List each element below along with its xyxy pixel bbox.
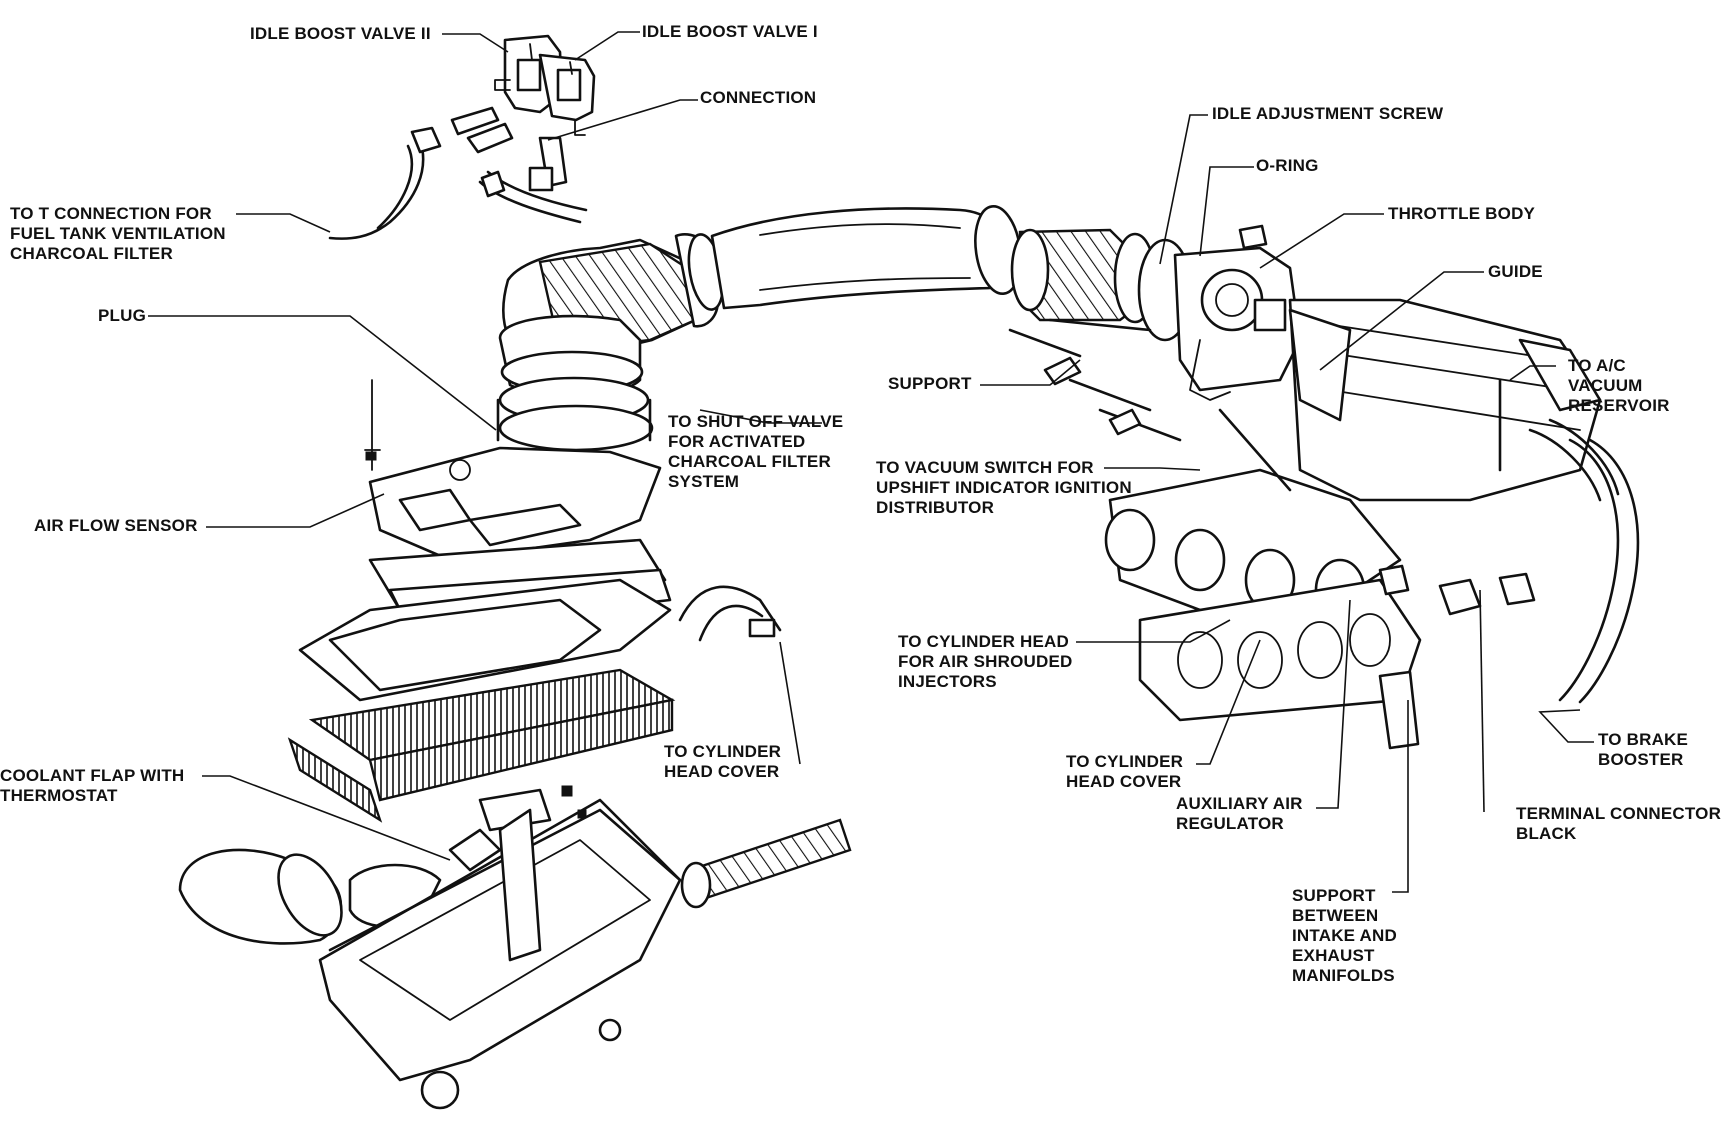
label-connection: CONNECTION (700, 88, 817, 107)
label-plug: PLUG (98, 306, 147, 325)
label-brake-booster: TO BRAKE BOOSTER (1598, 730, 1689, 769)
label-vacuum-switch: TO VACUUM SWITCH FOR UPSHIFT INDICATOR I… (876, 458, 1132, 517)
label-air-flow-sensor: AIR FLOW SENSOR (34, 516, 198, 535)
label-ac-vacuum-reservoir: TO A/C VACUUM RESERVOIR (1568, 356, 1670, 415)
label-auxiliary-air-regulator: AUXILIARY AIR REGULATOR (1176, 794, 1303, 833)
breather-hose-left (678, 585, 782, 642)
label-shut-off-valve: TO SHUT OFF VALVE FOR ACTIVATED CHARCOAL… (668, 412, 844, 491)
label-idle-adjustment-screw: IDLE ADJUSTMENT SCREW (1212, 104, 1444, 123)
label-coolant-flap: COOLANT FLAP WITH THERMOSTAT (0, 766, 185, 805)
air-flow-sensor-assembly (287, 379, 676, 823)
throttle-boot (1010, 228, 1157, 324)
label-cylinder-head-cover-left: TO CYLINDER HEAD COVER (664, 742, 782, 781)
label-idle-boost-valve-2: IDLE BOOST VALVE II (250, 24, 431, 43)
throttle-body (1048, 224, 1302, 401)
label-support: SUPPORT (888, 374, 972, 393)
label-terminal-connector: TERMINAL CONNECTOR BLACK (1516, 804, 1722, 843)
label-support-between-manifolds: SUPPORT BETWEEN INTAKE AND EXHAUST MANIF… (1292, 886, 1397, 985)
intake-manifold (1008, 298, 1640, 750)
label-o-ring: O-RING (1256, 156, 1319, 175)
air-intake-boot (496, 233, 725, 452)
leader-lines (148, 31, 1594, 893)
air-filter-lower-box (178, 785, 852, 1110)
label-throttle-body: THROTTLE BODY (1388, 204, 1536, 223)
label-cylinder-head-cover-right: TO CYLINDER HEAD COVER (1066, 752, 1184, 791)
intake-tube (710, 205, 1022, 310)
label-air-shrouded-injectors: TO CYLINDER HEAD FOR AIR SHROUDED INJECT… (898, 632, 1073, 691)
idle-boost-valves (494, 34, 596, 136)
label-guide: GUIDE (1488, 262, 1543, 281)
label-fuel-tank-ventilation: TO T CONNECTION FOR FUEL TANK VENTILATIO… (10, 204, 226, 263)
vacuum-hoses-top (328, 106, 588, 240)
label-idle-boost-valve-1: IDLE BOOST VALVE I (642, 22, 818, 41)
